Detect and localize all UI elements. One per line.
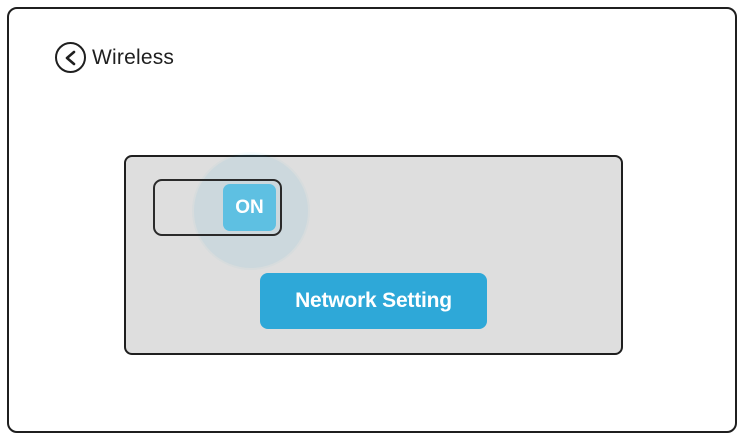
page-title: Wireless xyxy=(92,45,175,69)
network-setting-label: Network Setting xyxy=(295,289,452,312)
chevron-left-icon xyxy=(64,50,78,66)
toggle-state-label: ON xyxy=(235,196,264,218)
toggle-knob[interactable]: ON xyxy=(223,184,276,231)
back-button[interactable] xyxy=(55,42,86,73)
wireless-toggle[interactable]: ON xyxy=(153,179,282,236)
header: Wireless xyxy=(55,42,174,73)
network-setting-button[interactable]: Network Setting xyxy=(260,273,487,329)
